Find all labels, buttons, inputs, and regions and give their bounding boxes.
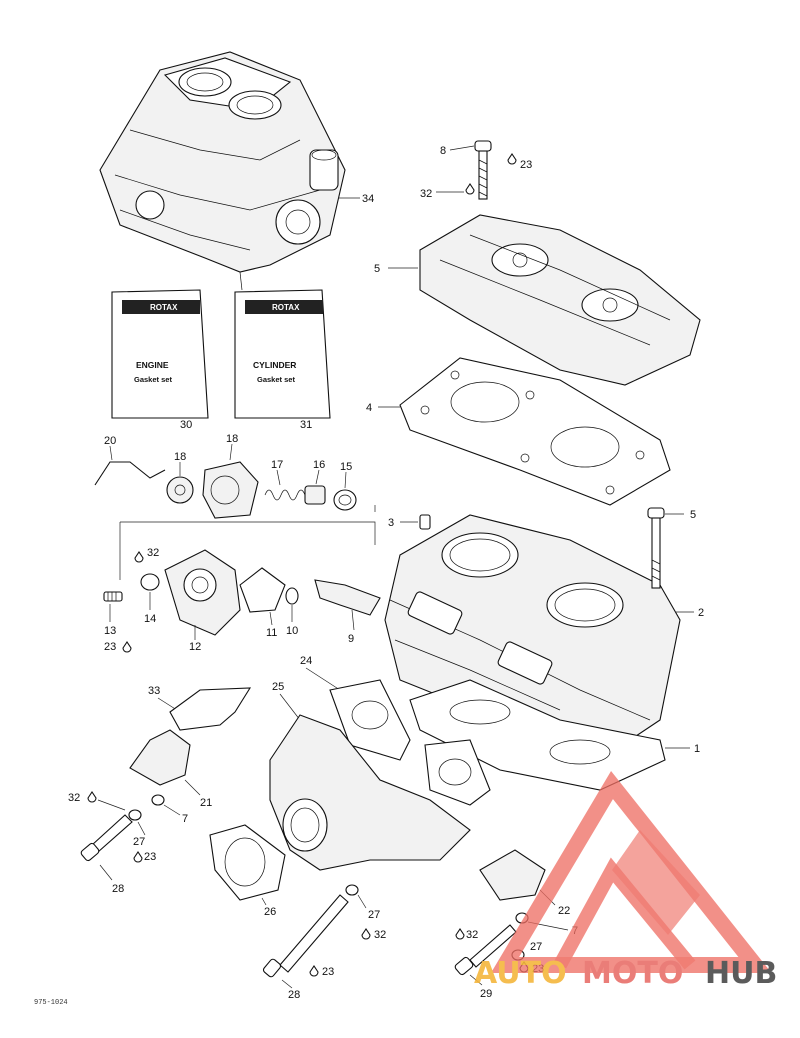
kit-ref: 31: [300, 419, 312, 431]
callout-28a: 28: [112, 883, 124, 895]
watermark-hub: HUB: [705, 956, 777, 991]
pump-group: 32 13 23 14 12 11 10 9: [103, 547, 381, 653]
callout-10: 10: [286, 625, 298, 637]
kit-title: ENGINE: [136, 360, 169, 370]
callout-22: 22: [558, 905, 570, 917]
engine-gasket-kit: ROTAX ENGINE Gasket set 30: [111, 289, 209, 431]
callout-25: 25: [272, 681, 284, 693]
callout-27c: 27: [530, 941, 542, 953]
cylinder-bolt: 5: [647, 507, 696, 589]
callout-32c: 32: [68, 792, 80, 804]
callout-20: 20: [104, 435, 116, 447]
callout-2: 2: [698, 607, 704, 619]
engine-block: 34: [99, 51, 374, 291]
callout-34: 34: [362, 193, 374, 205]
callout-16: 16: [313, 459, 325, 471]
automotohub-watermark: AUTO MOTO HUB: [474, 770, 777, 991]
callout-23a: 23: [520, 159, 532, 171]
callout-5: 5: [374, 263, 380, 275]
exhaust-manifold-group: 24 25 33 21 7 32 27 23 28 26: [68, 655, 491, 1001]
callout-6: 5: [690, 509, 696, 521]
callout-27a: 27: [133, 836, 145, 848]
callout-32a: 32: [420, 188, 432, 200]
callout-18b: 18: [226, 433, 238, 445]
kit-title: CYLINDER: [253, 360, 296, 370]
callout-4: 4: [366, 402, 372, 414]
callout-12: 12: [189, 641, 201, 653]
callout-14: 14: [144, 613, 156, 625]
callout-26: 26: [264, 906, 276, 918]
watermark-auto: AUTO: [474, 956, 567, 991]
callout-18: 18: [174, 451, 186, 463]
kit-brand-bar: [122, 300, 200, 314]
kit-subtitle: Gasket set: [257, 375, 295, 384]
kit-subtitle: Gasket set: [134, 375, 172, 384]
watermark-moto: MOTO: [582, 956, 683, 991]
callout-17: 17: [271, 459, 283, 471]
dowel-pin-3: 3: [388, 514, 431, 530]
callout-33: 33: [148, 685, 160, 697]
callout-7a: 7: [182, 813, 188, 825]
kit-brand: ROTAX: [272, 303, 300, 312]
callout-11: 11: [266, 627, 277, 639]
callout-32e: 32: [466, 929, 478, 941]
cylinder-gasket-kit: ROTAX CYLINDER Gasket set 31: [234, 289, 331, 431]
callout-23c: 23: [144, 851, 156, 863]
callout-1: 1: [694, 743, 700, 755]
callout-28b: 28: [288, 989, 300, 1001]
callout-23d: 23: [322, 966, 334, 978]
callout-24: 24: [300, 655, 312, 667]
callout-15: 15: [340, 461, 352, 473]
callout-13: 13: [104, 625, 116, 637]
callout-9: 9: [348, 633, 354, 645]
callout-32d: 32: [374, 929, 386, 941]
kit-brand: ROTAX: [150, 303, 178, 312]
callout-32b: 32: [147, 547, 159, 559]
watermark-logo: [490, 770, 772, 973]
callout-27b: 27: [368, 909, 380, 921]
callout-8: 8: [440, 145, 446, 157]
valve-parts-row: 20 18 18 17 16 15: [94, 433, 376, 580]
kit-ref: 30: [180, 419, 192, 431]
callout-21: 21: [200, 797, 212, 809]
head-bolt-8: 8 23 32: [420, 140, 532, 200]
callout-23b: 23: [104, 641, 116, 653]
callout-3: 3: [388, 517, 394, 529]
drawing-code: 975-1024: [34, 999, 68, 1007]
cylinder-head: 5: [374, 214, 701, 386]
head-gasket: 4: [366, 357, 671, 506]
kit-brand-bar: [245, 300, 323, 314]
callout-29: 29: [480, 988, 492, 1000]
